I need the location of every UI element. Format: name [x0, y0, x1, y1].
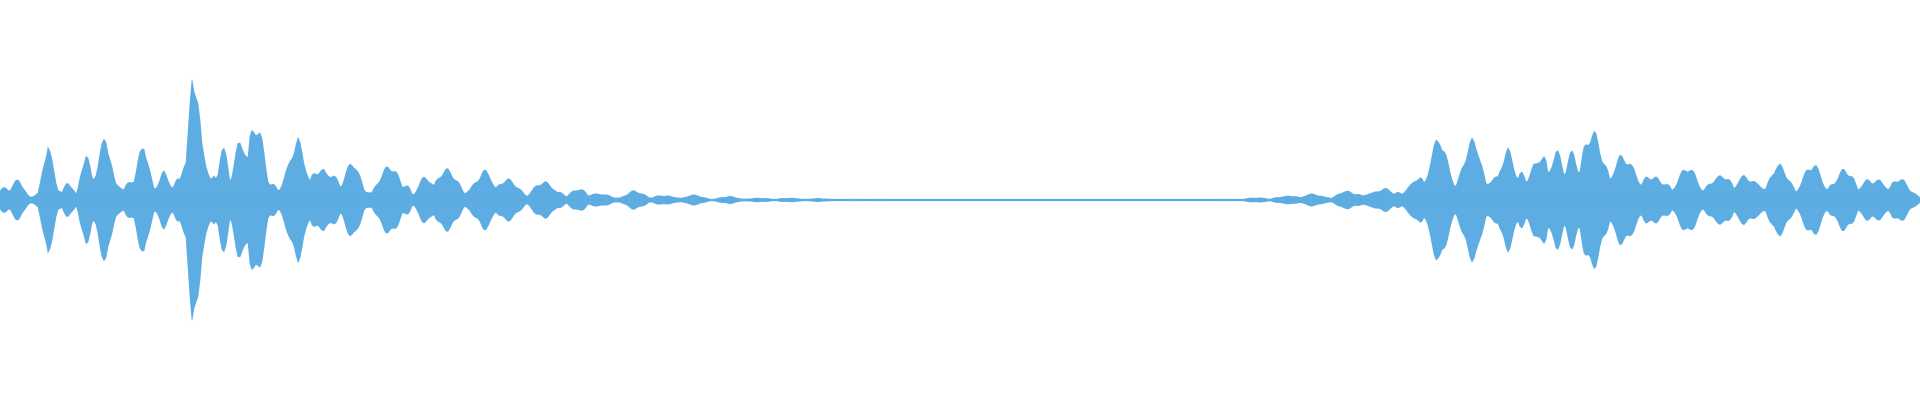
- audio-waveform: [0, 79, 1920, 321]
